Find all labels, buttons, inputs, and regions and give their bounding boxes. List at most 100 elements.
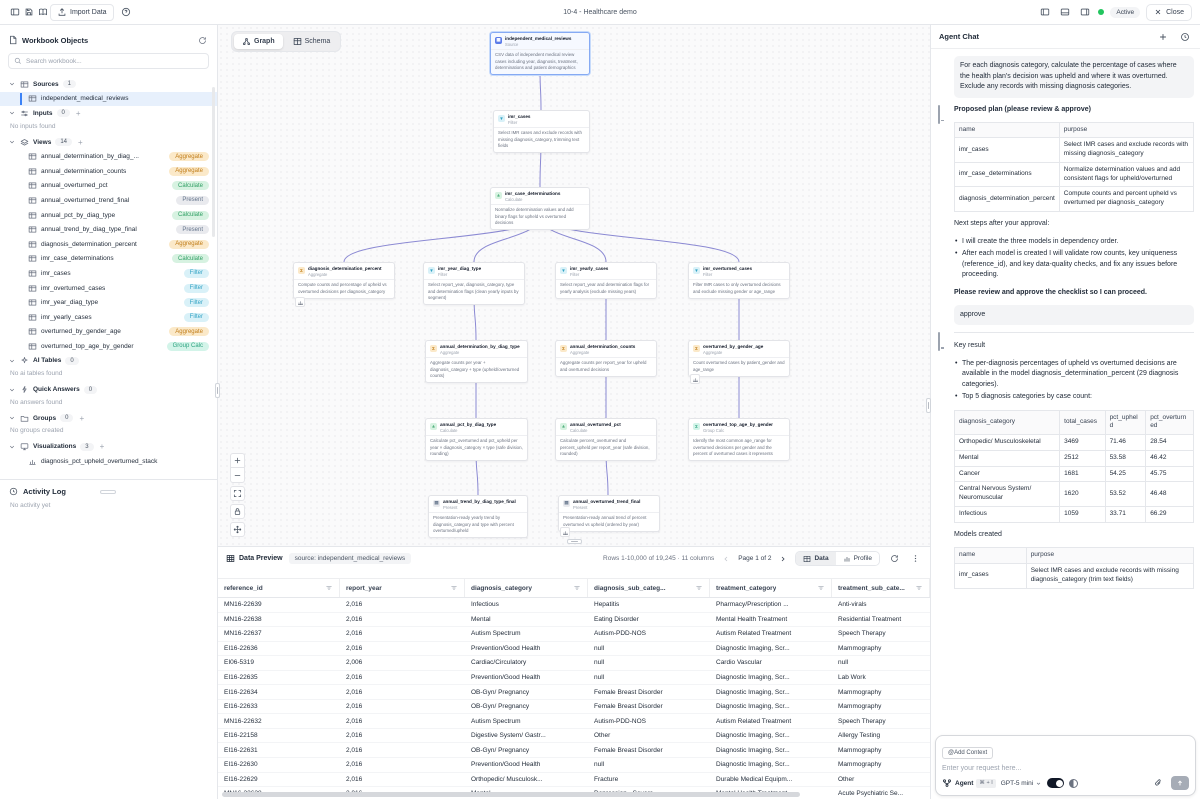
add-icon[interactable]: + — [99, 442, 105, 452]
panel-right-layout-icon[interactable] — [1078, 5, 1092, 19]
lock-button[interactable] — [230, 504, 245, 519]
column-header[interactable]: diagnosis_category — [465, 579, 588, 597]
kebab-menu-icon[interactable] — [908, 552, 922, 566]
sidebar-item[interactable]: imr_yearly_cases Filter — [0, 310, 217, 325]
add-icon[interactable]: + — [78, 137, 83, 147]
tab-graph[interactable]: Graph — [234, 34, 283, 49]
pan-button[interactable] — [230, 522, 245, 537]
left-panel-resize-grip[interactable] — [215, 383, 220, 398]
panel-left-layout-icon[interactable] — [1038, 5, 1052, 19]
chart-element-chip[interactable] — [295, 297, 305, 307]
sidebar-item[interactable]: imr_overturned_cases Filter — [0, 281, 217, 296]
help-icon[interactable] — [119, 5, 133, 19]
tree-resize-grip[interactable] — [100, 490, 116, 494]
lineage-graph-canvas[interactable]: Graph Schema ▦ independent_medical_revie… — [218, 25, 930, 546]
sidebar-item[interactable]: annual_trend_by_diag_type_final Present — [0, 222, 217, 237]
sidebar-item[interactable]: overturned_top_age_by_gender Group Calc — [0, 339, 217, 354]
sidebar-item[interactable]: diagnosis_pct_upheld_overturned_stack — [0, 454, 217, 469]
sidebar-section-visualizations[interactable]: Visualizations 3 + — [0, 439, 217, 454]
right-panel-resize-grip[interactable] — [926, 398, 931, 413]
tab-schema[interactable]: Schema — [285, 34, 339, 49]
sidebar-section-quick-answers[interactable]: Quick Answers 0 — [0, 382, 217, 397]
sidebar-item[interactable]: annual_pct_by_diag_type Calculate — [0, 208, 217, 223]
send-button[interactable] — [1171, 776, 1189, 790]
column-header[interactable]: treatment_sub_cate... — [832, 579, 930, 597]
refresh-preview-icon[interactable] — [887, 552, 901, 566]
attach-icon[interactable] — [1151, 776, 1165, 790]
pages-icon[interactable] — [36, 5, 50, 19]
sidebar-item[interactable]: imr_cases Filter — [0, 266, 217, 281]
zoom-out-button[interactable] — [230, 468, 245, 483]
sidebar-item[interactable]: annual_determination_by_diag_... Aggrega… — [0, 149, 217, 164]
next-page-icon[interactable] — [778, 554, 788, 564]
chart-element-chip[interactable] — [560, 527, 570, 537]
sidebar-item[interactable]: imr_year_diag_type Filter — [0, 295, 217, 310]
bottom-panel-resize-grip[interactable] — [567, 539, 582, 544]
new-chat-icon[interactable] — [1156, 30, 1170, 44]
prev-page-icon[interactable] — [721, 554, 731, 564]
column-header[interactable]: treatment_category — [710, 579, 832, 597]
column-header[interactable]: diagnosis_sub_categ... — [588, 579, 710, 597]
sidebar-item[interactable]: overturned_by_gender_age Aggregate — [0, 325, 217, 340]
chat-history-icon[interactable] — [1178, 30, 1192, 44]
chat-input-placeholder[interactable]: Enter your request here... — [942, 765, 1022, 772]
save-icon[interactable] — [22, 5, 36, 19]
preview-tab-profile[interactable]: Profile — [835, 552, 879, 565]
add-icon[interactable]: + — [75, 108, 81, 118]
chat-input-box[interactable]: @Add Context Enter your request here... … — [935, 735, 1196, 796]
sidebar-item[interactable]: diagnosis_determination_percent Aggregat… — [0, 237, 217, 252]
sidebar-item[interactable]: annual_overturned_pct Calculate — [0, 179, 217, 194]
sidebar-item[interactable]: independent_medical_reviews — [0, 91, 217, 107]
search-input[interactable]: Search workbook... — [8, 53, 209, 69]
agent-mode-selector[interactable]: Agent ⌘ + I — [942, 778, 996, 788]
sidebar-section-groups[interactable]: Groups 0 + — [0, 411, 217, 426]
column-header[interactable]: report_year — [340, 579, 465, 597]
import-data-button[interactable]: Import Data — [50, 3, 114, 21]
column-header[interactable]: reference_id — [218, 579, 340, 597]
sidebar-section-inputs[interactable]: Inputs 0 + — [0, 106, 217, 121]
mode-toggle[interactable] — [1047, 778, 1065, 788]
preview-tab-data[interactable]: Data — [796, 552, 836, 565]
sidebar-section-ai-tables[interactable]: AI Tables 0 — [0, 354, 217, 369]
sidebar-item[interactable]: imr_case_determinations Calculate — [0, 252, 217, 267]
sidebar-section-views[interactable]: Views 14 + — [0, 135, 217, 150]
fit-button[interactable] — [230, 486, 245, 501]
model-selector[interactable]: GPT-5 mini — [1001, 780, 1043, 787]
sidebar-item[interactable]: annual_determination_counts Aggregate — [0, 164, 217, 179]
zoom-in-button[interactable] — [230, 453, 245, 468]
close-button[interactable]: Close — [1146, 3, 1192, 21]
add-context-button[interactable]: @Add Context — [942, 747, 994, 759]
sidebar-toggle-icon[interactable] — [8, 5, 22, 19]
panel-bottom-layout-icon[interactable] — [1058, 5, 1072, 19]
sidebar-item[interactable]: annual_overturned_trend_final Present — [0, 193, 217, 208]
sidebar-scrollbar[interactable] — [212, 87, 215, 237]
horizontal-scrollbar[interactable] — [222, 792, 800, 797]
chart-element-chip[interactable] — [690, 374, 700, 384]
